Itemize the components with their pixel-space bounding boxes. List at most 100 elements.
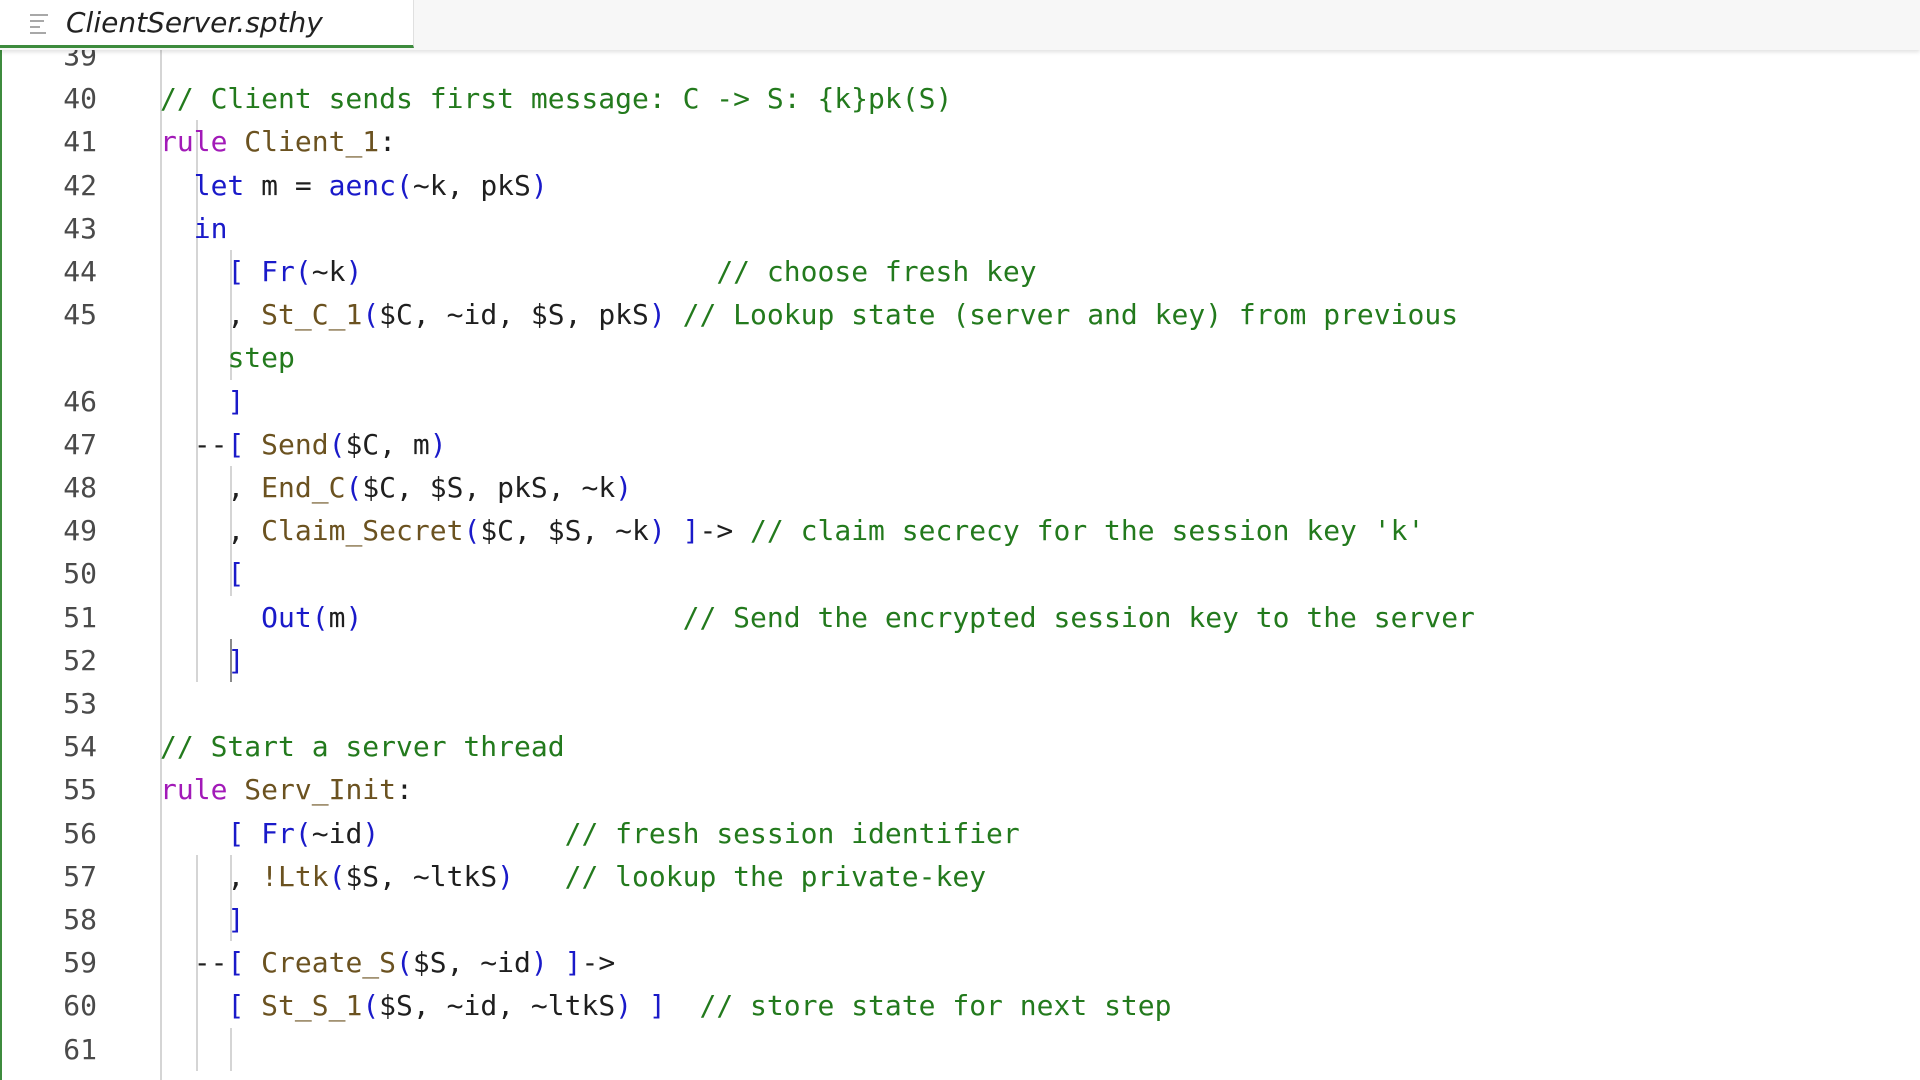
code-token: Claim_Secret <box>261 514 464 548</box>
code-text: in <box>160 207 228 250</box>
code-token <box>227 773 244 806</box>
code-token: Create_S <box>261 946 397 980</box>
code-line[interactable]: 47 --[ Send($C, m) <box>0 423 1920 466</box>
code-token <box>244 989 261 1022</box>
code-token: ] <box>227 643 245 677</box>
code-token <box>160 169 194 202</box>
code-token: Client_1 <box>244 125 380 159</box>
code-token <box>666 298 683 331</box>
code-text: [ Fr(~id) // fresh session identifier <box>160 812 1019 855</box>
code-text: --[ Create_S($S, ~id) ]-> <box>160 941 615 984</box>
code-token <box>160 989 227 1022</box>
code-token: , <box>160 471 262 504</box>
code-token <box>362 255 716 288</box>
code-token: // Client sends first message: C -> S: {… <box>160 82 953 116</box>
indent-guide <box>196 854 198 1071</box>
code-token: ( <box>362 298 380 332</box>
code-token: -- <box>160 946 228 980</box>
tab-clientserver[interactable]: ClientServer.spthy <box>0 0 414 48</box>
code-line[interactable]: 56 [ Fr(~id) // fresh session identifier <box>0 812 1920 855</box>
code-text: , !Ltk($S, ~ltkS) // lookup the private-… <box>160 855 986 898</box>
line-number: 47 <box>63 427 97 461</box>
code-token: ( <box>328 859 346 893</box>
code-line[interactable]: 45 , St_C_1($C, ~id, $S, pkS) // Lookup … <box>0 293 1920 336</box>
code-token: [ <box>227 816 245 850</box>
line-number: 57 <box>63 859 97 893</box>
code-token: // Lookup state (server and key) from pr… <box>682 298 1459 332</box>
line-number: 59 <box>63 946 97 980</box>
code-token: ] <box>564 946 582 980</box>
code-token <box>632 989 649 1022</box>
code-token: End_C <box>261 471 346 504</box>
code-text: , End_C($C, $S, pkS, ~k) <box>160 466 632 509</box>
code-token <box>244 255 261 288</box>
code-line[interactable]: 57 , !Ltk($S, ~ltkS) // lookup the priva… <box>0 855 1920 898</box>
code-token <box>379 817 564 850</box>
code-line[interactable]: 62// Server receives session key from a … <box>0 1071 1920 1080</box>
code-token: $S, ~ltkS <box>345 859 498 893</box>
code-line[interactable]: 54// Start a server thread <box>0 725 1920 768</box>
code-line[interactable]: 46 ] <box>0 380 1920 423</box>
code-token: -> <box>581 946 616 980</box>
code-token: $C, $S, ~k <box>480 514 649 548</box>
line-number: 43 <box>63 211 97 245</box>
code-line[interactable]: step <box>0 336 1920 379</box>
code-line[interactable]: 52 ] <box>0 639 1920 682</box>
code-token: ( <box>396 946 413 980</box>
code-line[interactable]: 60 [ St_S_1($S, ~id, ~ltkS) ] // store s… <box>0 984 1920 1027</box>
code-token <box>548 946 565 979</box>
code-token: [ <box>227 557 245 591</box>
code-token: rule <box>160 125 228 159</box>
code-line[interactable]: 61 <box>0 1028 1920 1071</box>
line-number: 53 <box>63 687 97 720</box>
code-line[interactable]: 49 , Claim_Secret($C, $S, ~k) ]-> // cla… <box>0 509 1920 552</box>
line-number: 46 <box>63 384 97 418</box>
code-token <box>666 989 700 1022</box>
code-token: m <box>328 600 346 634</box>
code-text: --[ Send($C, m) <box>160 423 447 466</box>
code-line[interactable]: 50 [ <box>0 552 1920 595</box>
code-token <box>666 514 683 547</box>
code-token: rule <box>160 773 228 807</box>
code-token: ( <box>328 427 346 461</box>
code-line[interactable]: 51 Out(m) // Send the encrypted session … <box>0 596 1920 639</box>
line-number: 51 <box>63 600 97 634</box>
code-token: ( <box>362 989 380 1023</box>
code-text: // Server receives session key from a cl… <box>160 1071 902 1080</box>
code-token: ) <box>345 255 363 288</box>
code-line[interactable]: 53 <box>0 682 1920 725</box>
code-line[interactable]: 48 , End_C($C, $S, pkS, ~k) <box>0 466 1920 509</box>
code-line[interactable]: 44 [ Fr(~k) // choose fresh key <box>0 250 1920 293</box>
code-line[interactable]: 40// Client sends first message: C -> S:… <box>0 77 1920 120</box>
code-token: ] <box>227 384 245 418</box>
line-number: 58 <box>63 903 97 936</box>
code-line[interactable]: 43 in <box>0 207 1920 250</box>
code-text: Out(m) // Send the encrypted session key… <box>160 596 1475 639</box>
code-token <box>227 125 244 158</box>
code-token: ) <box>648 298 666 332</box>
line-number: 44 <box>63 255 97 288</box>
code-token <box>244 817 261 850</box>
code-token: Fr <box>261 255 295 288</box>
code-text: [ <box>160 552 244 595</box>
line-number: 45 <box>63 298 97 332</box>
code-token: St_C_1 <box>261 298 363 332</box>
code-token: , <box>160 298 262 332</box>
code-text: // Client sends first message: C -> S: {… <box>160 77 952 120</box>
code-token <box>160 644 227 677</box>
code-token <box>514 860 565 893</box>
code-line[interactable]: 42 let m = aenc(~k, pkS) <box>0 164 1920 207</box>
code-token: ( <box>396 168 413 202</box>
code-token: Send <box>261 427 329 461</box>
code-text: step <box>160 336 294 379</box>
code-line[interactable]: 58 ] <box>0 898 1920 941</box>
code-line[interactable]: 59 --[ Create_S($S, ~id) ]-> <box>0 941 1920 984</box>
code-token: ] <box>227 903 245 936</box>
code-token: ~id <box>311 816 363 850</box>
code-token: -- <box>160 427 228 461</box>
code-text: let m = aenc(~k, pkS) <box>160 164 548 207</box>
code-token: // Server receives session key from a cl… <box>160 1076 902 1080</box>
